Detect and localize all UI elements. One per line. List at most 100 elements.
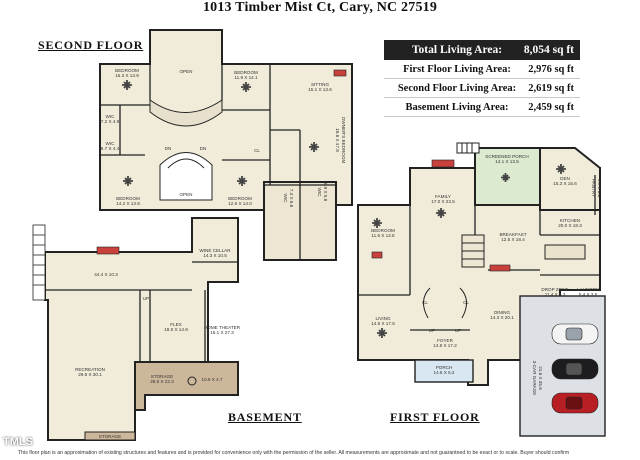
b-theater-dim: 15.1 X 27.3 bbox=[210, 330, 234, 335]
b-theater-name: HOME THEATER bbox=[204, 325, 241, 330]
f-laundry-name: LAUNDRY bbox=[577, 287, 599, 292]
sf-bed1-dim: 15.3 X 13.9 bbox=[115, 73, 139, 78]
second-floor-fans bbox=[122, 80, 319, 186]
fan-icon bbox=[501, 173, 510, 182]
sf-owners-dim: 18.6 X 17.8 bbox=[335, 128, 340, 152]
fan-icon bbox=[241, 82, 251, 92]
sf-wic4-name: WIC bbox=[317, 188, 322, 198]
sf-wic2-dim: 6.7 X 4.4 bbox=[101, 146, 120, 151]
b-storage1-dim: 28.6 X 22.3 bbox=[150, 379, 174, 384]
b-wine-name: WINE CELLAR bbox=[199, 248, 231, 253]
first-floor-area-value: 2,976 sq ft bbox=[528, 63, 574, 75]
den-bay bbox=[539, 147, 601, 211]
f-screened-dim: 14.1 X 13.5 bbox=[495, 159, 519, 164]
f-garage-dim: 21.6 X 35.6 bbox=[538, 366, 543, 390]
sf-owners-name: OWNER'S BEDROOM bbox=[341, 117, 346, 164]
f-living-name: LIVING bbox=[375, 316, 390, 321]
fan-icon bbox=[122, 80, 132, 90]
basement-utility-circle bbox=[187, 376, 197, 386]
first-floor-fireplace-breakfast bbox=[489, 264, 511, 272]
f-porch-name: PORCH bbox=[436, 365, 453, 370]
f-foyer-name: FOYER bbox=[437, 338, 454, 343]
first-floor-area-label: First Floor Living Area: bbox=[403, 63, 511, 75]
fan-icon bbox=[377, 328, 387, 338]
b-unfinished-dim: 44.4 X 10.3 bbox=[94, 272, 118, 277]
b-storage1-name: STORAGE bbox=[151, 374, 173, 379]
f-cl-right: CL bbox=[463, 300, 469, 305]
basement-walls bbox=[45, 261, 238, 362]
f-breakfast-name: BREAKFAST bbox=[499, 232, 526, 237]
f-laundry-dim: 5.4 X 3.5 bbox=[579, 292, 598, 297]
sf-dn-left: DN bbox=[165, 146, 172, 151]
f-cl-left: CL bbox=[422, 300, 428, 305]
sf-bed3-name: BEDROOM bbox=[116, 196, 140, 201]
basement-area-value: 2,459 sq ft bbox=[528, 101, 574, 113]
basement-area-row: Basement Living Area: 2,459 sq ft bbox=[384, 98, 580, 117]
basement-fireplace bbox=[96, 246, 120, 255]
f-up-left: UP bbox=[429, 328, 435, 333]
sf-bed3-dim: 14.2 X 13.9 bbox=[116, 201, 140, 206]
disclaimer-text: This floor plan is an approximation of e… bbox=[18, 450, 570, 456]
basement-storage-bottom bbox=[84, 431, 136, 441]
b-recreation-dim: 29.6 X 30.1 bbox=[78, 372, 102, 377]
total-area-value: 8,054 sq ft bbox=[523, 44, 574, 56]
f-breakfast-dim: 12.5 X 18.4 bbox=[501, 237, 525, 242]
b-up-label: UP bbox=[143, 296, 149, 301]
second-floor-fireplace bbox=[333, 69, 347, 77]
fan-icon bbox=[237, 176, 247, 186]
second-floor-room-labels: BEDROOM 15.3 X 13.9 OPEN BEDROOM 11.9 X … bbox=[101, 68, 346, 208]
f-family-name: FAMILY bbox=[435, 194, 451, 199]
sf-bed2-name: BEDROOM bbox=[234, 70, 258, 75]
first-floor-walls bbox=[358, 175, 600, 331]
sf-bed4-dim: 12.6 X 14.0 bbox=[228, 201, 252, 206]
f-drop-dim: 11.4 X 5.3 bbox=[545, 292, 566, 297]
b-flex-dim: 18.5 X 14.9 bbox=[164, 327, 188, 332]
sf-wic3-name: WIC bbox=[283, 194, 288, 204]
f-foyer-dim: 14.8 X 17.2 bbox=[433, 343, 457, 348]
b-flex-name: FLEX bbox=[170, 322, 182, 327]
second-floor-balcony-curves bbox=[149, 99, 223, 201]
property-address-title: 1013 Timber Mist Ct, Cary, NC 27519 bbox=[202, 0, 438, 15]
fan-icon bbox=[372, 218, 382, 228]
second-floor-walls bbox=[100, 64, 336, 260]
first-floor-label: FIRST FLOOR bbox=[390, 410, 480, 424]
sf-bed4-name: BEDROOM bbox=[228, 196, 252, 201]
second-floor-area-row: Second Floor Living Area: 2,619 sq ft bbox=[384, 79, 580, 98]
sf-dn-right: DN bbox=[200, 146, 207, 151]
basement-label: BASEMENT bbox=[228, 410, 302, 424]
f-pantry-name: PANTRY bbox=[591, 179, 596, 197]
f-family-dim: 17.0 X 23.5 bbox=[431, 199, 455, 204]
first-floor-room-labels: SCREENED PORCH 14.1 X 13.5 DEN 15.3 X 15… bbox=[371, 154, 602, 395]
second-floor-area-label: Second Floor Living Area: bbox=[397, 82, 517, 94]
f-screened-name: SCREENED PORCH bbox=[485, 154, 528, 159]
sf-open2: OPEN bbox=[179, 192, 192, 197]
b-recreation-name: RECREATION bbox=[75, 367, 105, 372]
first-floor-stairs bbox=[423, 142, 586, 319]
first-floor-area-row: First Floor Living Area: 2,976 sq ft bbox=[384, 60, 580, 79]
first-floor-fireplace-family bbox=[431, 159, 455, 168]
f-up-right: UP bbox=[455, 328, 461, 333]
sf-wic3-dim: 7.4 X 6.8 bbox=[289, 189, 294, 208]
f-den-name: DEN bbox=[560, 176, 570, 181]
first-floor-fans bbox=[372, 164, 566, 338]
garage-cars bbox=[551, 323, 599, 414]
b-storage-dim2: 10.9 X 4.7 bbox=[202, 377, 223, 382]
f-bedroom-name: BEDROOM bbox=[371, 228, 395, 233]
sf-bed2-dim: 11.9 X 14.1 bbox=[234, 75, 258, 80]
sf-wic1-dim: 7.2 X 4.9 bbox=[101, 119, 120, 124]
fan-icon bbox=[556, 164, 566, 174]
total-area-label: Total Living Area: bbox=[411, 44, 503, 56]
f-dining-name: DINING bbox=[494, 310, 511, 315]
f-kitchen-dim: 20.0 X 18.3 bbox=[558, 223, 582, 228]
second-floor-area-value: 2,619 sq ft bbox=[528, 82, 574, 94]
f-kitchen-name: KITCHEN bbox=[560, 218, 580, 223]
b-wine-dim: 14.3 X 10.5 bbox=[203, 253, 227, 258]
living-area-table: Total Living Area: 8,054 sq ft First Flo… bbox=[384, 40, 580, 117]
basement-storage-area bbox=[134, 361, 239, 411]
f-pantry-dim: 9.9 X 3.3 bbox=[597, 179, 602, 198]
sf-sitting-dim: 15.1 X 13.6 bbox=[308, 87, 332, 92]
basement-plan bbox=[44, 217, 239, 441]
first-floor-fireplace-bedroom bbox=[371, 251, 383, 259]
sf-wic2-name: WIC bbox=[106, 141, 116, 146]
